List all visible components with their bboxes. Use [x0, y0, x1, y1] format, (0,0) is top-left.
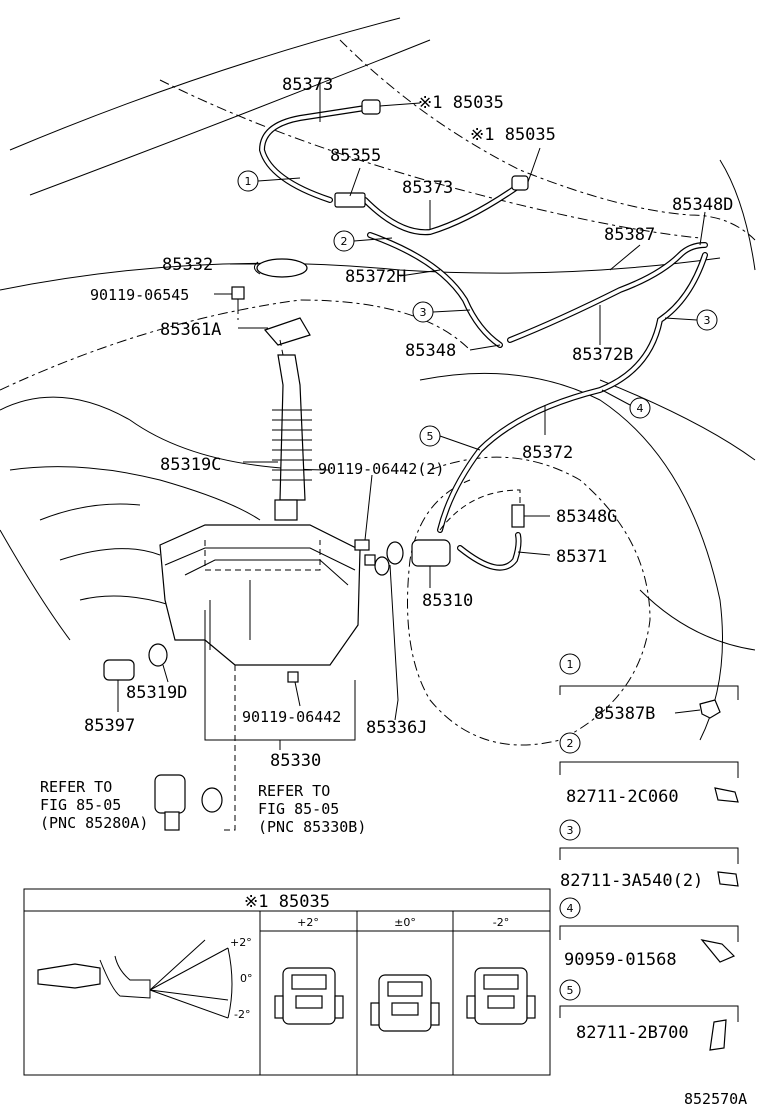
legend-item-3: 3 82711-3A540(2) — [559, 819, 739, 891]
legend-item-4: 4 90959-01568 — [559, 897, 739, 970]
label-85348G: 85348G — [556, 507, 617, 527]
legend-num: 1 — [567, 658, 574, 671]
refer-left-line3: (PNC 85280A) — [40, 814, 148, 832]
tank-85330 — [159, 524, 361, 666]
label-85336J: 85336J — [366, 718, 427, 738]
refer-right-line2: FIG 85-05 — [258, 800, 339, 818]
nozzle-table-title: ※1 85035 — [244, 892, 330, 912]
label-90119-06545: 90119-06545 — [90, 286, 189, 304]
clip-icon — [714, 787, 739, 803]
screw-90119-06442 — [287, 671, 299, 683]
cap-85332 — [254, 258, 308, 278]
callout-3b: 3 — [704, 314, 711, 327]
clip-icon — [709, 1019, 727, 1051]
callout-2: 2 — [341, 235, 348, 248]
legend-num: 4 — [567, 902, 574, 915]
label-85310: 85310 — [422, 591, 473, 611]
clip-icon — [700, 939, 736, 963]
label-85387: 85387 — [604, 225, 655, 245]
callout-circles — [237, 170, 718, 451]
screws-90119-06442-2 — [354, 539, 376, 566]
nozzle-face-0 — [370, 974, 440, 1032]
label-85348D: 85348D — [672, 195, 733, 215]
col-header-minus2: -2° — [493, 916, 509, 929]
label-85372H: 85372H — [345, 267, 406, 287]
hose-joint-85355 — [334, 192, 366, 208]
clip-icon — [717, 871, 739, 887]
nozzle-spray-diagram: +2° 0° -2° — [37, 936, 253, 1021]
label-85397: 85397 — [84, 716, 135, 736]
angle-minus2: -2° — [234, 1008, 250, 1021]
legend-part: 82711-3A540(2) — [560, 871, 703, 891]
legend-part: 82711-2C060 — [566, 787, 679, 807]
col-header-0: ±0° — [394, 916, 416, 929]
filler-neck-85319C — [272, 354, 312, 521]
legend-num: 2 — [567, 737, 574, 750]
label-85372B: 85372B — [572, 345, 633, 365]
nozzle-table: ※1 85035 +2° ±0° -2° +2° 0° -2° — [23, 888, 551, 1076]
vehicle-outline — [0, 17, 756, 746]
callout-3a: 3 — [420, 306, 427, 319]
legend-num: 3 — [567, 824, 574, 837]
legend-part: 85387B — [594, 704, 655, 724]
refer-left-line2: FIG 85-05 — [40, 796, 121, 814]
legend: 1 85387B 2 82711-2C060 3 82711-3A540(2) … — [559, 653, 739, 1051]
angle-0: 0° — [240, 972, 253, 985]
pump-85310 — [374, 539, 451, 576]
nozzle-left — [361, 99, 381, 115]
angle-plus2: +2° — [230, 936, 252, 949]
label-90119-06442: 90119-06442 — [242, 708, 341, 726]
nozzle-face-plus2 — [274, 967, 344, 1025]
label-85373-mid: 85373 — [402, 178, 453, 198]
bracket-85361A — [263, 317, 311, 346]
label-85355: 85355 — [330, 146, 381, 166]
label-85372: 85372 — [522, 443, 573, 463]
bolt-90119-06545 — [231, 286, 245, 308]
clip-icon — [699, 699, 721, 719]
label-85373-top: 85373 — [282, 75, 333, 95]
label-85330: 85330 — [270, 751, 321, 771]
label-90119-06442-2: 90119-06442(2) — [318, 460, 444, 478]
grommet-85319D — [148, 643, 168, 667]
grommet-85330B — [201, 787, 223, 813]
label-85371: 85371 — [556, 547, 607, 567]
label-85332: 85332 — [162, 255, 213, 275]
valve-85348G — [511, 504, 525, 528]
legend-item-5: 5 82711-2B700 — [559, 979, 739, 1051]
callout-4: 4 — [637, 402, 644, 415]
washer-hoses — [258, 105, 708, 571]
leader-lines — [117, 80, 706, 831]
col-header-plus2: +2° — [297, 916, 319, 929]
label-85348: 85348 — [405, 341, 456, 361]
nozzle-face-minus2 — [466, 967, 536, 1025]
refer-left-line1: REFER TO — [40, 778, 112, 796]
refer-right-line1: REFER TO — [258, 782, 330, 800]
refer-right-line3: (PNC 85330B) — [258, 818, 366, 836]
label-85035-b: ※1 85035 — [470, 125, 556, 145]
label-85035-a: ※1 85035 — [418, 93, 504, 113]
motor-85397 — [103, 659, 135, 681]
callout-numbers: 1 2 3 3 4 5 — [245, 175, 711, 443]
nozzle-right — [511, 175, 529, 191]
part-labels: 85373 ※1 85035 ※1 85035 85355 85373 8534… — [40, 75, 733, 836]
legend-part: 90959-01568 — [564, 950, 677, 970]
figure-id: 852570A — [684, 1090, 747, 1108]
legend-item-2: 2 82711-2C060 — [559, 732, 739, 807]
callout-1: 1 — [245, 175, 252, 188]
legend-item-1: 1 85387B — [559, 653, 739, 724]
callout-5: 5 — [427, 430, 434, 443]
label-85319C: 85319C — [160, 455, 221, 475]
legend-part: 82711-2B700 — [576, 1023, 689, 1043]
motor-85280A — [154, 774, 186, 831]
label-85361A: 85361A — [160, 320, 221, 340]
legend-num: 5 — [567, 984, 574, 997]
label-85319D: 85319D — [126, 683, 187, 703]
